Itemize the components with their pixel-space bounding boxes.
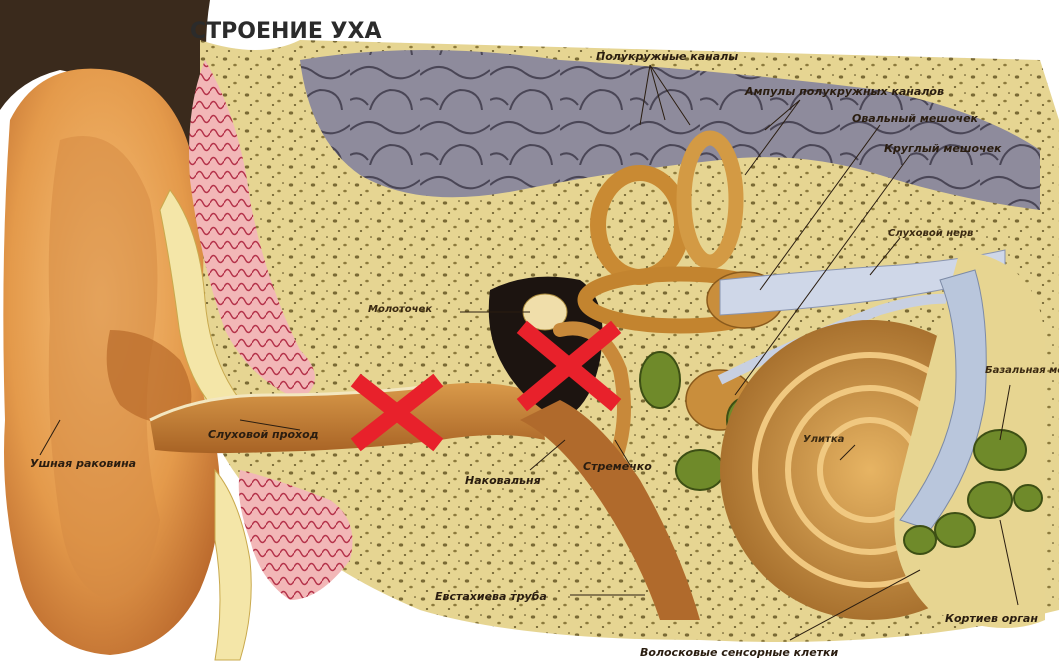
section-green-4 xyxy=(904,526,936,554)
label-utricle: Овальный мешочек xyxy=(852,112,979,125)
label-malleus: Молоточек xyxy=(368,304,432,315)
label-organ-of-corti: Кортиев орган xyxy=(945,612,1038,625)
label-auditory-nerve: Слуховой нерв xyxy=(888,228,973,239)
endolymph-sac-2 xyxy=(676,450,724,490)
label-basilar-membrane: Базальная мембрана xyxy=(985,364,1059,376)
label-cochlea: Улитка xyxy=(803,434,845,445)
label-stapes: Стремечко xyxy=(583,460,652,473)
section-green-3 xyxy=(935,513,975,547)
label-ear-canal: Слуховой проход xyxy=(208,428,319,441)
diagram-title: СТРОЕНИЕ УХА xyxy=(190,19,381,44)
label-incus: Наковальня xyxy=(465,474,541,487)
label-ampullae: Ампулы полукружных каналов xyxy=(744,85,944,98)
endolymph-sac-1 xyxy=(640,352,680,408)
label-auricle: Ушная раковина xyxy=(30,457,136,470)
label-saccule: Круглый мешочек xyxy=(884,142,1002,155)
section-green-5 xyxy=(1014,485,1042,511)
section-green-2 xyxy=(968,482,1012,518)
label-hair-cells: Волосковые сенсорные клетки xyxy=(640,646,838,659)
label-eustachian-tube: Евстахиева труба xyxy=(435,590,547,603)
label-semicircular-canals: Полукружные каналы xyxy=(596,50,738,63)
section-green-1 xyxy=(974,430,1026,470)
